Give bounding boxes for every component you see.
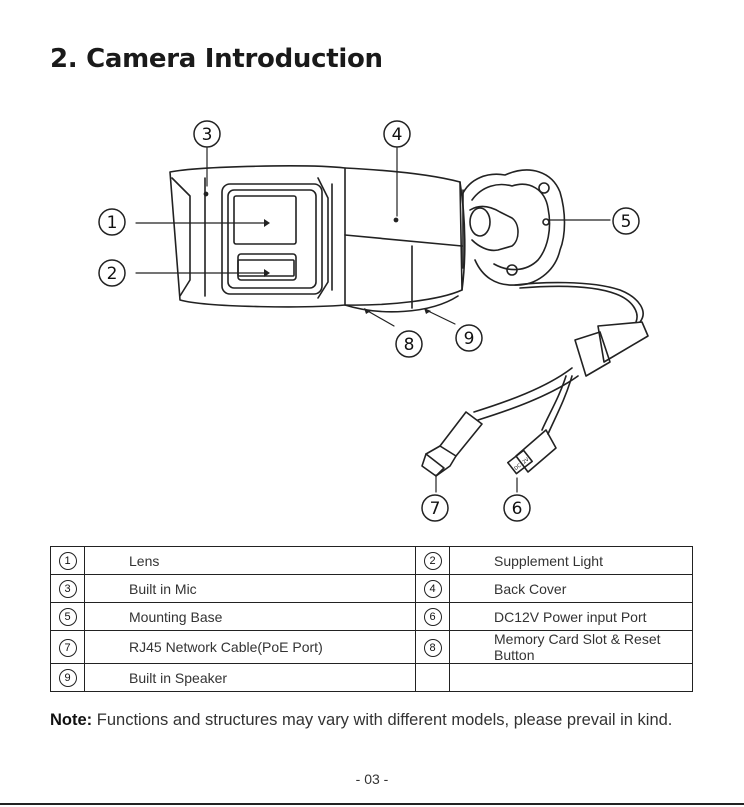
page-title: 2. Camera Introduction <box>50 44 383 74</box>
item-number-cell <box>415 663 450 692</box>
item-number: 2 <box>423 552 442 570</box>
item-label-cell: Back Cover <box>449 574 693 603</box>
callout-9: 9 <box>464 329 475 349</box>
item-number-cell: 4 <box>415 574 450 603</box>
item-label-cell: Supplement Light <box>449 546 693 575</box>
table-row: 9 Built in Speaker <box>50 663 693 692</box>
leader-lines <box>135 147 611 493</box>
item-number: 4 <box>423 580 442 598</box>
item-number: 5 <box>58 608 77 626</box>
callout-7: 7 <box>430 499 441 519</box>
item-label-cell: Lens <box>84 546 416 575</box>
item-number-cell: 8 <box>415 630 450 664</box>
callout-5: 5 <box>621 212 632 232</box>
table-row: 1 Lens 2 Supplement Light <box>50 546 693 575</box>
note-text: Functions and structures may vary with d… <box>92 711 673 729</box>
item-label: Built in Mic <box>129 580 197 597</box>
item-label: Back Cover <box>494 580 567 597</box>
note: Note: Functions and structures may vary … <box>50 708 700 733</box>
table-row: 5 Mounting Base 6 DC12V Power input Port <box>50 602 693 631</box>
callout-1: 1 <box>107 213 118 233</box>
item-number: 9 <box>58 669 77 687</box>
callout-4: 4 <box>392 125 403 145</box>
mounting-base-drawing <box>461 169 566 286</box>
item-label: DC12V Power input Port <box>494 608 647 625</box>
item-label: Lens <box>129 552 160 569</box>
item-label-cell: Built in Speaker <box>84 663 416 692</box>
table-row: 3 Built in Mic 4 Back Cover <box>50 574 693 603</box>
callout-circles <box>98 120 640 522</box>
cable-drawing <box>421 281 649 477</box>
table-row: 7 RJ45 Network Cable(PoE Port) 8 Memory Car… <box>50 630 693 664</box>
item-number: 3 <box>58 580 77 598</box>
item-number-cell: 7 <box>50 630 85 664</box>
item-number: 6 <box>423 608 442 626</box>
note-label: Note: <box>50 711 93 729</box>
item-number: 1 <box>58 552 77 570</box>
callout-2: 2 <box>107 264 118 284</box>
callout-8: 8 <box>404 335 415 355</box>
item-label-cell: Built in Mic <box>84 574 416 603</box>
item-label-cell: RJ45 Network Cable(PoE Port) <box>84 630 416 664</box>
item-label-cell <box>449 663 693 692</box>
item-label-cell: Mounting Base <box>84 602 416 631</box>
item-number-cell: 6 <box>415 602 450 631</box>
item-number-cell: 1 <box>50 546 85 575</box>
item-label: Mounting Base <box>129 608 223 625</box>
item-label-cell: Memory Card Slot & Reset Button <box>449 630 693 664</box>
parts-table: 1 Lens 2 Supplement Light 3 Built in Mic 4 Back… <box>50 546 693 692</box>
callout-3: 3 <box>202 125 213 145</box>
item-number-cell: 2 <box>415 546 450 575</box>
item-number-cell: 5 <box>50 602 85 631</box>
item-label: Built in Speaker <box>129 669 228 686</box>
camera-body-drawing <box>169 165 466 313</box>
item-label: RJ45 Network Cable(PoE Port) <box>129 639 323 655</box>
bottom-rule <box>0 803 744 805</box>
item-number-cell: 9 <box>50 663 85 692</box>
page-number: - 03 - <box>355 771 389 787</box>
camera-diagram: 1 2 3 4 5 6 7 8 9 DC12V <box>98 120 649 522</box>
item-number: 8 <box>423 638 442 657</box>
item-label: Supplement Light <box>494 552 603 569</box>
item-number: 7 <box>58 638 77 657</box>
item-label-cell: DC12V Power input Port <box>449 602 693 631</box>
item-number-cell: 3 <box>50 574 85 603</box>
callout-6: 6 <box>512 499 523 519</box>
item-label: Memory Card Slot & Reset Button <box>494 631 661 663</box>
